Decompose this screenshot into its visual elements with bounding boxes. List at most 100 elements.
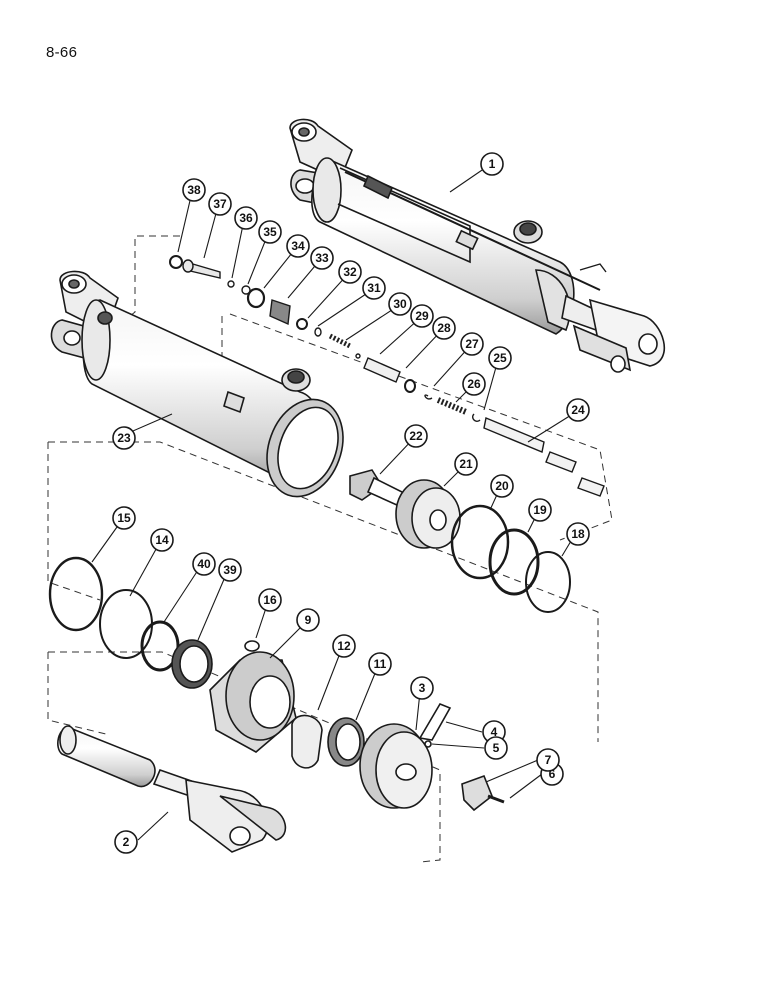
piston-seals-and-head <box>48 556 365 769</box>
callout-40: 40 <box>192 552 216 576</box>
callout-circle <box>310 246 334 270</box>
callout-number: 16 <box>263 593 277 607</box>
callout-number: 31 <box>367 281 381 295</box>
callout-number: 36 <box>239 211 253 225</box>
callout-number: 18 <box>571 527 585 541</box>
callout-circle <box>258 220 282 244</box>
callout-34: 34 <box>286 234 310 258</box>
callout-24: 24 <box>566 398 590 422</box>
callout-number: 3 <box>419 681 426 695</box>
callout-circle <box>536 748 560 772</box>
callout-number: 2 <box>123 835 130 849</box>
callout-39: 39 <box>218 558 242 582</box>
callout-number: 28 <box>437 321 451 335</box>
callout-36: 36 <box>234 206 258 230</box>
callout-circle <box>410 304 434 328</box>
callout-number: 27 <box>465 337 479 351</box>
pin-pieces <box>483 417 605 497</box>
callout-27: 27 <box>460 332 484 356</box>
callout-18: 18 <box>566 522 590 546</box>
callout-number: 22 <box>409 429 423 443</box>
callout-37: 37 <box>208 192 232 216</box>
callout-circle <box>258 588 282 612</box>
page-number: 8-66 <box>46 44 78 61</box>
callout-32: 32 <box>338 260 362 284</box>
callout-22: 22 <box>404 424 428 448</box>
callout-circle <box>234 206 258 230</box>
callout-circle <box>566 398 590 422</box>
callout-number: 40 <box>197 557 211 571</box>
callout-number: 39 <box>223 563 237 577</box>
callout-circle <box>368 652 392 676</box>
callout-number: 11 <box>374 657 387 671</box>
callout-circle <box>490 474 514 498</box>
callout-5: 5 <box>484 736 508 760</box>
callout-number: 12 <box>337 639 351 653</box>
callout-circle <box>388 292 412 316</box>
callout-33: 33 <box>310 246 334 270</box>
callout-circle <box>208 192 232 216</box>
valve-hardware-parts <box>169 255 481 423</box>
callout-16: 16 <box>258 588 282 612</box>
callout-circle <box>362 276 386 300</box>
callout-bubbles: 1234567911121415161819202122232425262728… <box>112 152 590 854</box>
callout-number: 30 <box>393 297 407 311</box>
end-cap-parts <box>359 703 505 812</box>
callout-circle <box>150 528 174 552</box>
callout-14: 14 <box>150 528 174 552</box>
callout-circle <box>488 346 512 370</box>
assembled-cylinder <box>289 118 666 373</box>
callout-25: 25 <box>488 346 512 370</box>
callout-circle <box>112 506 136 530</box>
callout-35: 35 <box>258 220 282 244</box>
callout-circle <box>410 676 434 700</box>
callout-circle <box>460 332 484 356</box>
callout-circle <box>566 522 590 546</box>
callout-15: 15 <box>112 506 136 530</box>
callout-circle <box>462 372 486 396</box>
callout-26: 26 <box>462 372 486 396</box>
callout-number: 19 <box>533 503 547 517</box>
callout-number: 9 <box>305 613 312 627</box>
callout-12: 12 <box>332 634 356 658</box>
callout-circle <box>480 152 504 176</box>
callout-number: 7 <box>545 753 552 767</box>
callout-number: 6 <box>549 767 556 781</box>
callout-20: 20 <box>490 474 514 498</box>
callout-number: 26 <box>467 377 481 391</box>
callout-number: 20 <box>495 479 509 493</box>
callout-circle <box>432 316 456 340</box>
callout-2: 2 <box>114 830 138 854</box>
callout-circle <box>296 608 320 632</box>
callout-30: 30 <box>388 292 412 316</box>
callout-number: 35 <box>263 225 277 239</box>
callout-number: 38 <box>187 183 201 197</box>
callout-19: 19 <box>528 498 552 522</box>
callout-3: 3 <box>410 676 434 700</box>
callout-circle <box>114 830 138 854</box>
callout-number: 23 <box>117 431 131 445</box>
callout-21: 21 <box>454 452 478 476</box>
callout-38: 38 <box>182 178 206 202</box>
callout-circle <box>338 260 362 284</box>
callout-circle <box>192 552 216 576</box>
callout-circle <box>332 634 356 658</box>
callout-number: 24 <box>571 403 585 417</box>
callout-11: 11 <box>368 652 392 676</box>
callout-29: 29 <box>410 304 434 328</box>
callout-9: 9 <box>296 608 320 632</box>
callout-circle <box>528 498 552 522</box>
piston-bolt-and-rings <box>349 469 571 613</box>
cylinder-barrel <box>50 270 344 498</box>
callout-1: 1 <box>480 152 504 176</box>
callout-number: 33 <box>315 251 329 265</box>
callout-circle <box>286 234 310 258</box>
piston-rod-and-clevis <box>57 725 287 853</box>
callout-number: 4 <box>491 725 498 739</box>
callout-circle <box>182 178 206 202</box>
callout-number: 25 <box>493 351 507 365</box>
callout-number: 1 <box>489 157 496 171</box>
callout-circle <box>218 558 242 582</box>
